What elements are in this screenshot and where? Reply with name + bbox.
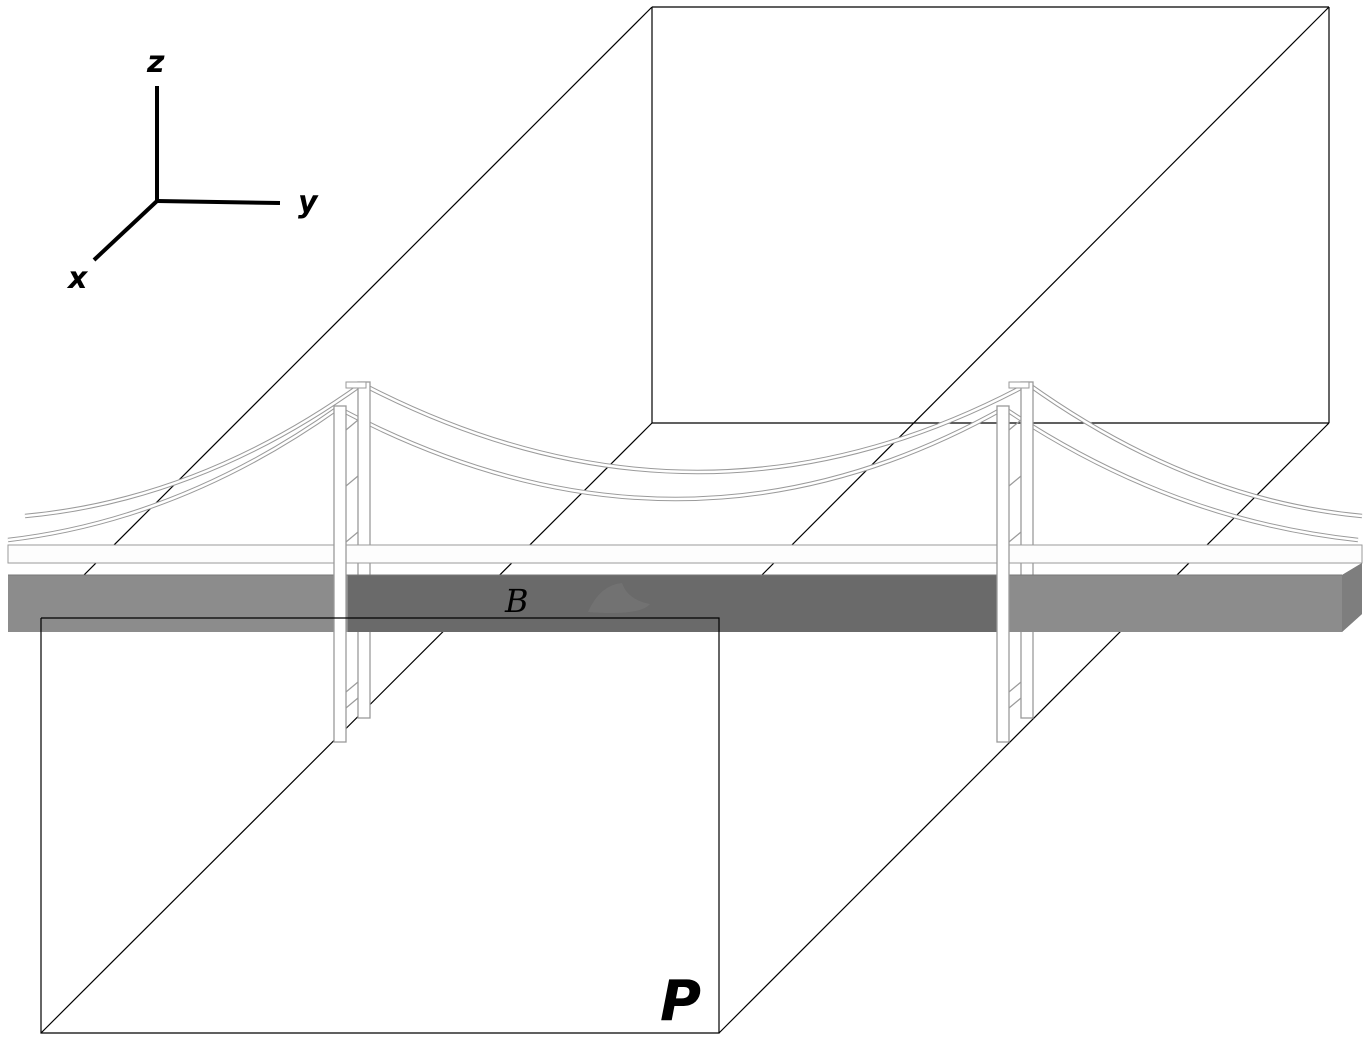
bridge-label: B	[504, 582, 529, 620]
y-axis	[156, 199, 281, 205]
axes-triad: z y x	[66, 45, 319, 296]
tower-left	[333, 381, 367, 743]
suspension-cables	[7, 381, 1363, 543]
prism-label: P	[660, 969, 701, 1034]
x-axis	[92, 199, 159, 262]
back-cable	[24, 381, 1363, 519]
bridge-deck	[8, 563, 1362, 632]
z-axis-label: z	[146, 45, 165, 80]
prism-front-face	[40, 617, 720, 1034]
bridge-deck-top	[7, 544, 1363, 564]
prism-receding-edges	[40, 6, 1330, 1034]
x-axis-label: x	[66, 261, 89, 296]
y-axis-label: y	[298, 185, 319, 220]
bridge-deck-inside	[348, 575, 998, 632]
prism-back-face	[651, 6, 1330, 424]
tower-right	[996, 381, 1030, 743]
